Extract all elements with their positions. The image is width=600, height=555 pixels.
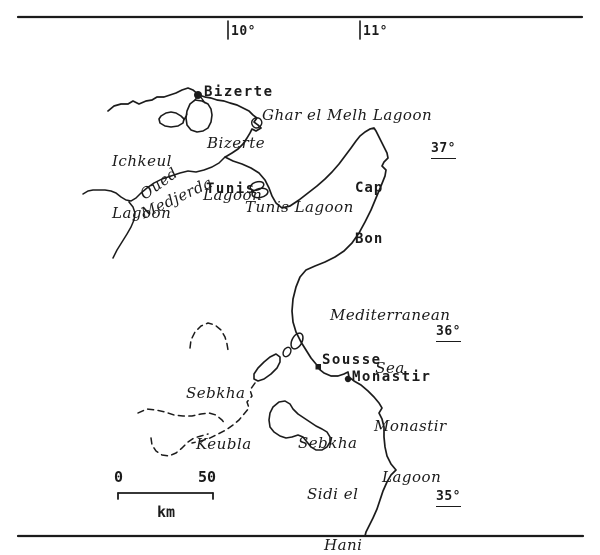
bizerte-lagoon-label: Bizerte Lagoon bbox=[203, 100, 265, 238]
scale-unit-label: km bbox=[157, 503, 176, 521]
latitude-label-37: 37° bbox=[431, 140, 456, 159]
monastir-lagoon-line-1: Monastir bbox=[374, 417, 447, 435]
mediterranean-sea-line-2: Sea bbox=[375, 359, 405, 377]
keubla-coastal-lagoon-south bbox=[253, 353, 281, 382]
sebkha-keubla-dashed-arc bbox=[189, 322, 229, 351]
longitude-label-11: 11° bbox=[363, 24, 388, 39]
mediterranean-sea-line-1: Mediterranean bbox=[330, 306, 451, 324]
cap-bon-label: Cap Bon bbox=[355, 146, 393, 282]
ichkeul-lagoon-line-1: Ichkeul bbox=[112, 152, 172, 170]
scale-end-label: 50 bbox=[198, 468, 217, 486]
monastir-lagoon-line-2: Lagoon bbox=[382, 468, 442, 486]
sebkha-keubla-line-2: Keubla bbox=[196, 435, 252, 453]
tunis-lagoon-label: Tunis Lagoon bbox=[245, 198, 354, 216]
bizerte-city-label: Bizerte bbox=[204, 84, 274, 100]
tunis-city-label: Tunis bbox=[206, 181, 256, 197]
monastir-city-label: Monastir bbox=[352, 369, 432, 385]
scale-start-label: 0 bbox=[114, 468, 124, 486]
oued-medjerda-river bbox=[82, 156, 226, 202]
tunis-lagoon-outline-north bbox=[249, 180, 265, 192]
monastir-city-dot bbox=[344, 375, 352, 383]
ichkeul-lagoon-label: Ichkeul Lagoon bbox=[112, 118, 172, 256]
mediterranean-sea-label: Mediterranean Sea bbox=[330, 272, 450, 412]
ichkeul-lagoon-line-2: Lagoon bbox=[112, 204, 172, 222]
sebkha-keubla-label: Sebkha Keubla bbox=[186, 351, 252, 487]
keubla-coastal-lagoon-north bbox=[290, 332, 304, 350]
sebkha-keubla-line-1: Sebkha bbox=[186, 384, 246, 402]
bizerte-city-dot bbox=[194, 91, 202, 99]
keubla-coastal-lagoon-middle bbox=[282, 346, 292, 358]
longitude-label-10: 10° bbox=[231, 24, 256, 39]
sousse-city-dot bbox=[315, 364, 321, 370]
bizerte-lagoon-outline bbox=[185, 99, 213, 133]
ichkeul-lagoon-outline bbox=[158, 111, 185, 128]
tunis-lagoon-outline-south bbox=[251, 187, 269, 199]
ghar-el-melh-lagoon-outline bbox=[251, 117, 263, 129]
oued-medjerda-river-branch bbox=[112, 201, 136, 259]
cap-bon-line-2: Bon bbox=[355, 231, 384, 247]
sidi-el-hani-line-2: Sidi el bbox=[307, 485, 359, 503]
sebkha-sidi-el-hani-outline bbox=[268, 400, 331, 451]
bizerte-lagoon-line-1: Bizerte bbox=[207, 134, 266, 152]
sebkha-sidi-el-hani-label: Sebkha Sidi el Hani bbox=[298, 401, 362, 555]
sousse-city-label: Sousse bbox=[322, 352, 382, 368]
sebkha-keubla-dashed-south bbox=[150, 433, 209, 457]
sidi-el-hani-line-3: Hani bbox=[324, 536, 363, 554]
cap-bon-line-1: Cap bbox=[355, 180, 384, 196]
latitude-label-35: 35° bbox=[436, 488, 461, 507]
ichkeul-channel bbox=[183, 113, 188, 121]
monastir-lagoon-label: Monastir Lagoon bbox=[374, 384, 447, 520]
bizerte-lagoon-line-2: Lagoon bbox=[203, 186, 263, 204]
sidi-el-hani-line-1: Sebkha bbox=[298, 434, 358, 452]
coastline-path bbox=[107, 87, 397, 537]
ghar-el-melh-lagoon-label: Ghar el Melh Lagoon bbox=[262, 106, 433, 124]
sebkha-keubla-dashed-east bbox=[191, 382, 256, 444]
latitude-label-36: 36° bbox=[436, 323, 461, 342]
